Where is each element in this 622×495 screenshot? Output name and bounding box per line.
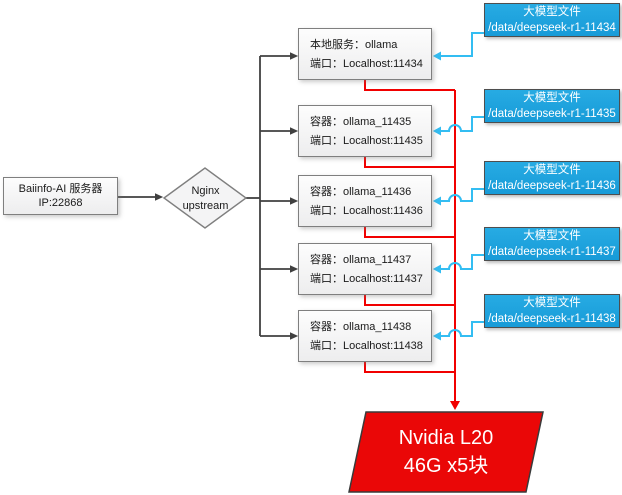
service-node-11435: 容器：ollama_11435 端口：Localhost:11435 [298, 105, 432, 157]
model-file-node-11436: 大模型文件 /data/deepseek-r1-11436 [484, 161, 620, 195]
service-port: 端口：Localhost:11436 [310, 205, 423, 217]
gpu-node-label: Nvidia L20 46G x5块 [366, 424, 526, 480]
connector-red-service-1 [364, 80, 455, 91]
service-name: 容器：ollama_11437 [310, 254, 412, 266]
connector-blue-model-5 [432, 321, 484, 341]
model-file-node-11435: 大模型文件 /data/deepseek-r1-11435 [484, 89, 620, 123]
connector-red-service-2 [364, 157, 455, 168]
connector-red-service-3 [364, 227, 455, 238]
model-file-path: /data/deepseek-r1-11435 [488, 107, 616, 120]
model-file-title: 大模型文件 [523, 6, 581, 18]
service-port: 端口：Localhost:11438 [310, 340, 423, 352]
connector-blue-model-1 [432, 32, 484, 61]
service-node-11434: 本地服务：ollama 端口：Localhost:11434 [298, 28, 432, 80]
model-file-title: 大模型文件 [523, 230, 581, 242]
model-file-node-11434: 大模型文件 /data/deepseek-r1-11434 [484, 3, 620, 37]
gpu-memory: 46G x5块 [403, 455, 489, 477]
model-file-path: /data/deepseek-r1-11437 [488, 245, 616, 258]
model-file-title: 大模型文件 [523, 92, 581, 104]
model-file-node-11438: 大模型文件 /data/deepseek-r1-11438 [484, 294, 620, 328]
model-file-node-11437: 大模型文件 /data/deepseek-r1-11437 [484, 227, 620, 261]
model-file-path: /data/deepseek-r1-11434 [488, 21, 616, 34]
service-name: 容器：ollama_11438 [310, 321, 412, 333]
service-node-11437: 容器：ollama_11437 端口：Localhost:11437 [298, 243, 432, 295]
model-file-title: 大模型文件 [523, 164, 581, 176]
model-file-path: /data/deepseek-r1-11436 [488, 179, 616, 192]
gpu-model: Nvidia L20 [398, 427, 494, 449]
service-name: 容器：ollama_11435 [310, 116, 412, 128]
model-file-title: 大模型文件 [523, 297, 581, 309]
server-name: Baiinfo-AI 服务器 [18, 182, 103, 195]
service-port: 端口：Localhost:11435 [310, 135, 423, 147]
server-node: Baiinfo-AI 服务器 IP:22868 [3, 177, 118, 215]
service-port: 端口：Localhost:11437 [310, 273, 423, 285]
nginx-title: Nginx [191, 185, 220, 197]
connector-blue-model-3 [432, 188, 484, 206]
service-port: 端口：Localhost:11434 [310, 58, 423, 70]
model-file-path: /data/deepseek-r1-11438 [488, 312, 616, 325]
connector-red-service-4 [364, 295, 455, 306]
service-node-11438: 容器：ollama_11438 端口：Localhost:11438 [298, 310, 432, 362]
nginx-subtitle: upstream [182, 199, 229, 212]
nginx-node-label: Nginx upstream [165, 184, 246, 213]
server-ip: IP:22868 [38, 197, 83, 209]
service-name: 本地服务：ollama [310, 39, 398, 51]
service-name: 容器：ollama_11436 [310, 186, 412, 198]
connector-blue-model-4 [432, 254, 484, 274]
nginx-diamond-shape [162, 167, 248, 229]
service-node-11436: 容器：ollama_11436 端口：Localhost:11436 [298, 175, 432, 227]
connector-red-service-5 [364, 362, 455, 373]
gpu-parallelogram-shape [348, 411, 544, 493]
connector-blue-model-2 [432, 116, 484, 136]
